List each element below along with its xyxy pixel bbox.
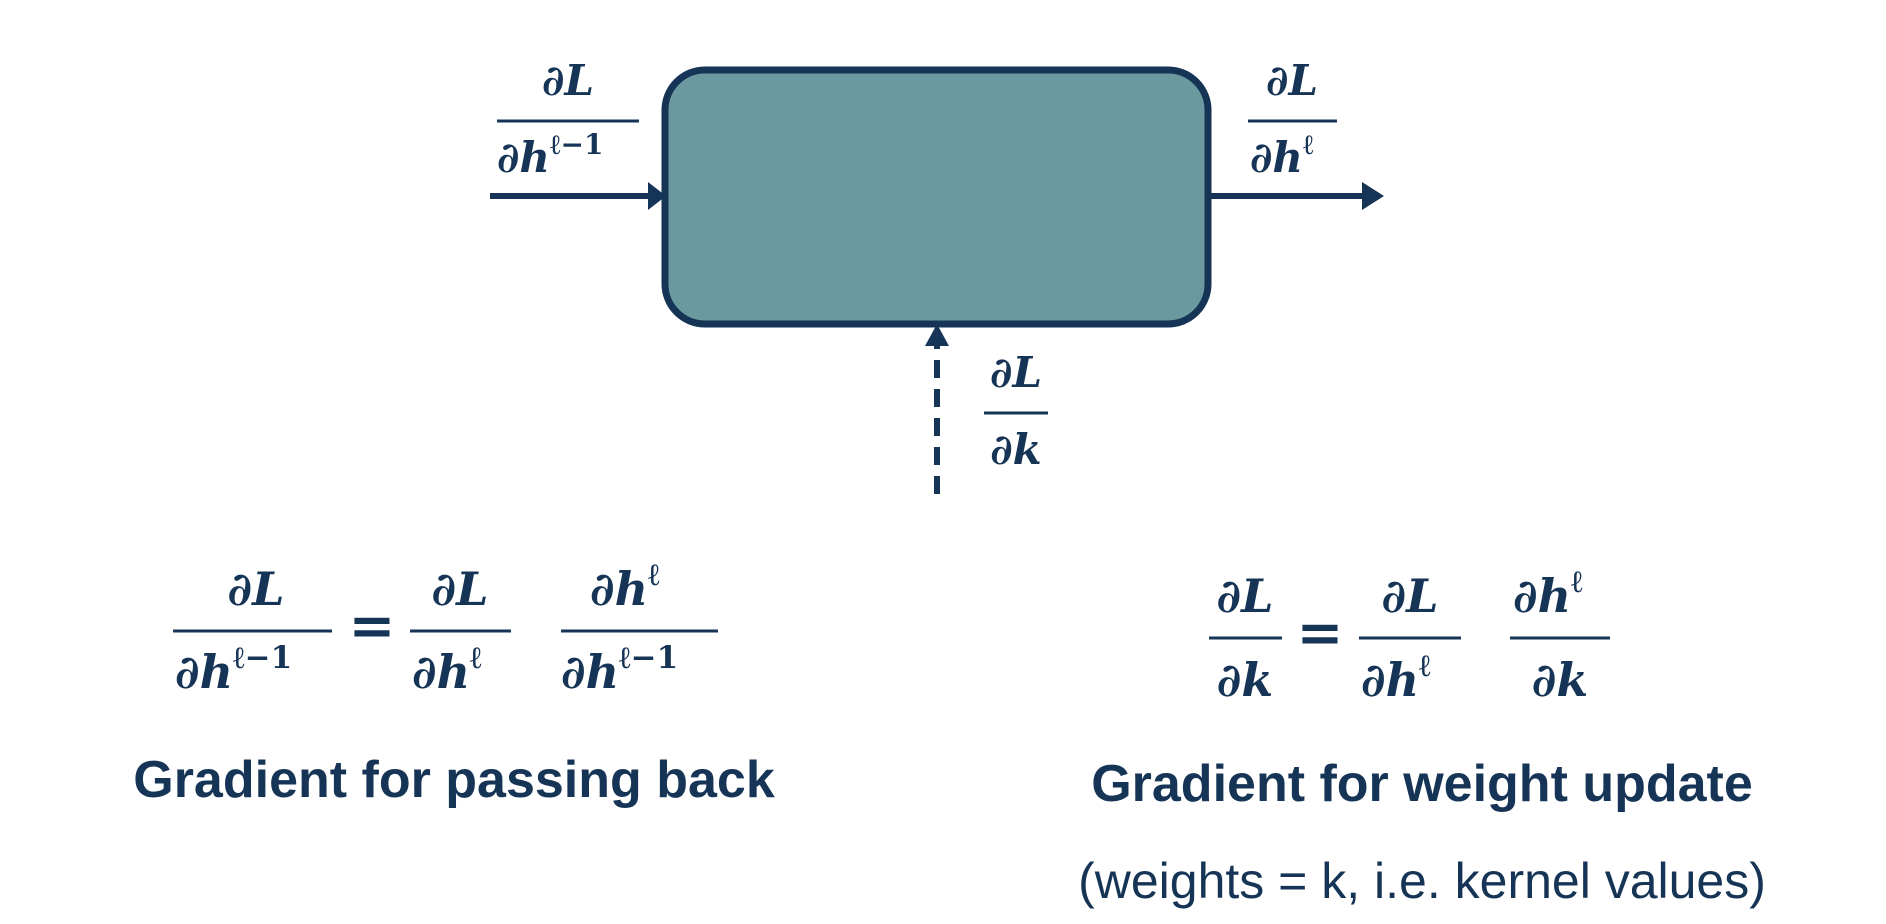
left-caption: Gradient for passing back (133, 751, 775, 809)
right-term2-numerator: ∂hℓ (1513, 564, 1583, 623)
right-equation: ∂L ∂k = ∂L ∂hℓ ∂hℓ ∂k Gradient for weigh… (1078, 564, 1766, 909)
right-note: (weights = k, i.e. kernel values) (1078, 853, 1766, 909)
right-lhs-numerator: ∂L (1217, 569, 1274, 623)
weight-gradient-arrow (925, 324, 949, 494)
weight-gradient-label: ∂L ∂k (984, 348, 1048, 474)
right-term1-numerator: ∂L (1382, 569, 1439, 623)
output-grad-denominator: ∂hℓ (1250, 128, 1314, 182)
left-term1-denominator: ∂hℓ (412, 640, 482, 699)
right-term2-denominator: ∂k (1532, 653, 1588, 707)
output-gradient-arrow (1210, 182, 1384, 210)
left-equals-sign: = (349, 593, 396, 659)
left-term2-denominator: ∂hℓ−1 (561, 640, 678, 699)
input-grad-denominator: ∂hℓ−1 (497, 128, 603, 182)
input-gradient-label: ∂L ∂hℓ−1 (497, 56, 639, 182)
right-caption: Gradient for weight update (1091, 755, 1753, 813)
right-equals-sign: = (1297, 600, 1344, 666)
layer-block (661, 66, 1212, 328)
left-term1-numerator: ∂L (432, 562, 489, 616)
output-gradient-label: ∂L ∂hℓ (1248, 56, 1337, 182)
weight-grad-numerator: ∂L (990, 348, 1042, 397)
left-equation: ∂L ∂hℓ−1 = ∂L ∂hℓ ∂hℓ ∂hℓ−1 Gradient for… (133, 557, 775, 809)
right-term1-denominator: ∂hℓ (1361, 648, 1431, 707)
left-lhs-denominator: ∂hℓ−1 (175, 640, 292, 699)
input-grad-numerator: ∂L (542, 56, 594, 105)
left-lhs-numerator: ∂L (228, 562, 285, 616)
right-lhs-denominator: ∂k (1217, 653, 1273, 707)
input-gradient-arrow (490, 182, 666, 210)
weight-grad-denominator: ∂k (990, 425, 1042, 474)
left-term2-numerator: ∂hℓ (590, 557, 660, 616)
output-grad-numerator: ∂L (1266, 56, 1318, 105)
